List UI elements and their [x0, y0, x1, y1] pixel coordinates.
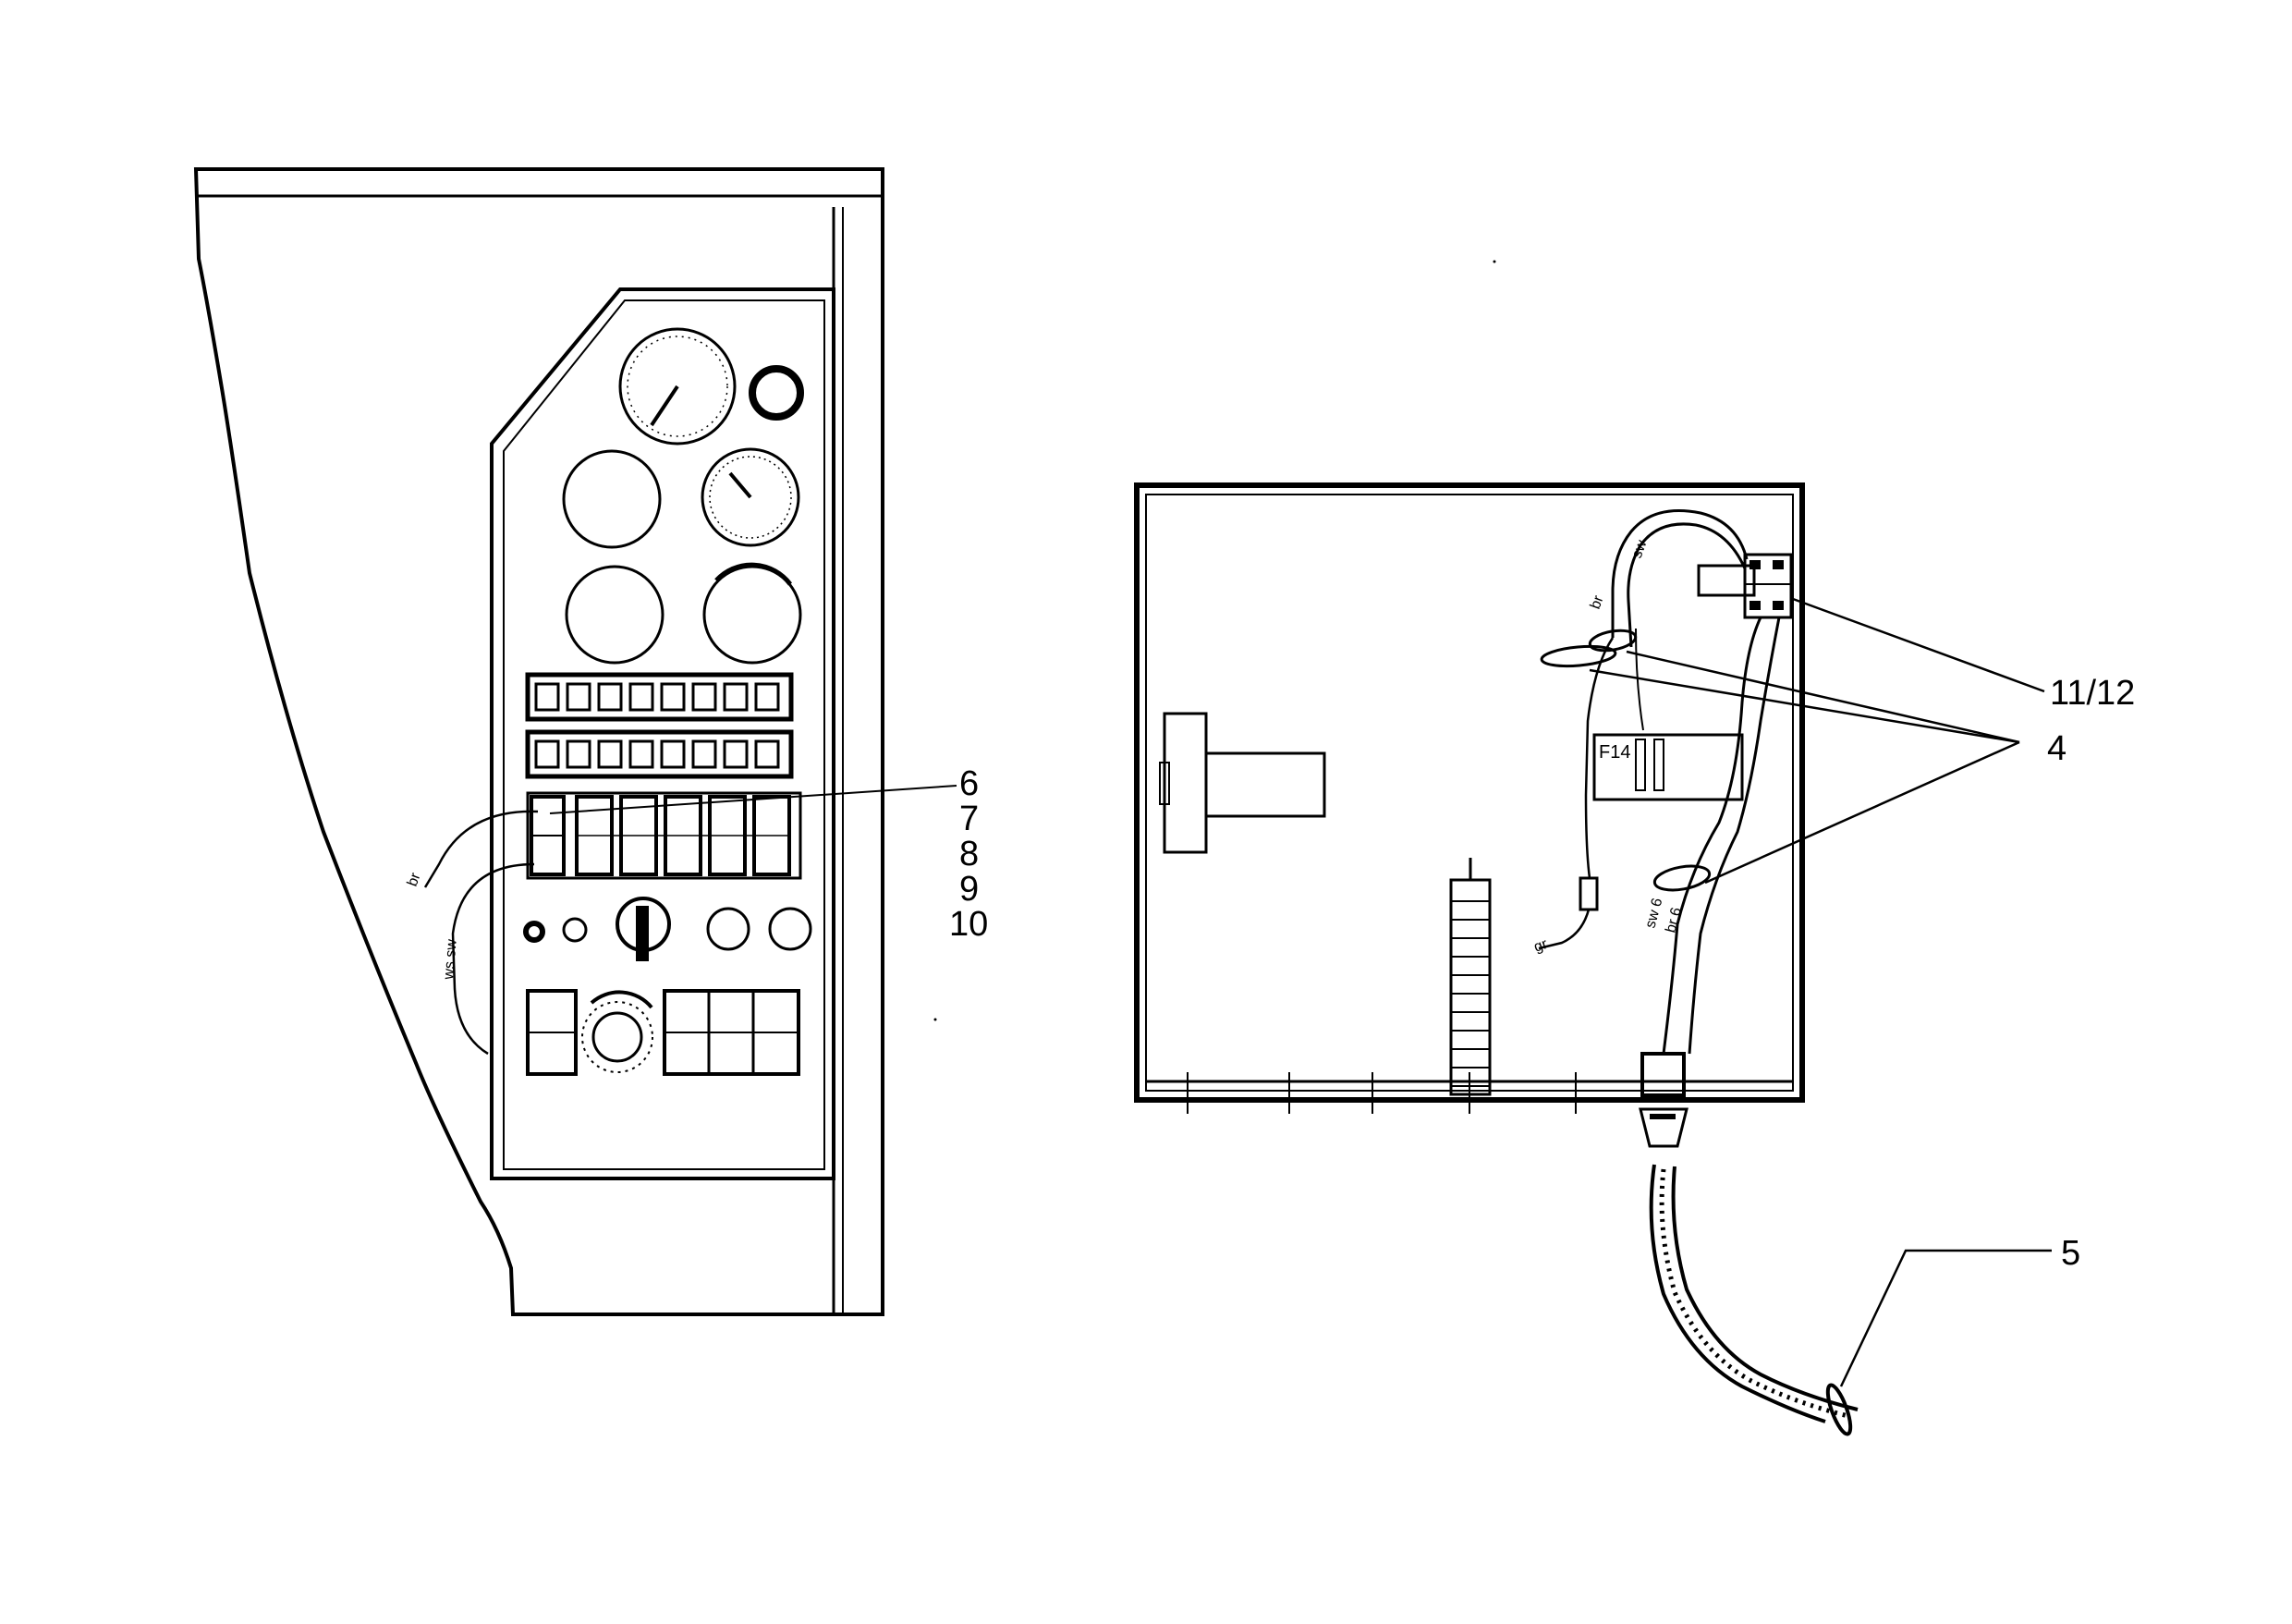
leader-5 [1839, 1249, 2052, 1387]
terminal-strip [1449, 858, 1492, 1096]
indicator-lamp [723, 739, 749, 769]
callout-6: 6 [959, 764, 979, 803]
cable-gland [1640, 1052, 1686, 1097]
rocker-switch-row [526, 791, 802, 880]
leader-11-12 [1792, 597, 2045, 693]
relay-connector [1697, 553, 1793, 619]
corrugated-conduit [1649, 1164, 1859, 1423]
gauge-left-1 [562, 449, 662, 549]
callout-11-12: 11/12 [2050, 674, 2135, 713]
indicator-lamp [660, 739, 686, 769]
indicator-lamp [660, 682, 686, 712]
box-outer-frame [1134, 482, 1805, 1103]
indicator-lamp [566, 739, 591, 769]
pressure-gauge [701, 447, 800, 547]
indicator-row-1 [525, 672, 794, 722]
cable-loop-top [1611, 509, 1749, 638]
main-harness-a [1662, 617, 1762, 1055]
dashboard-panel-view: br ws sw [193, 167, 957, 1316]
indicator-lamp [723, 682, 749, 712]
callout-8: 8 [959, 835, 979, 873]
svg-text:br: br [405, 871, 424, 889]
indicator-row-2 [525, 729, 794, 779]
cable-tie-3 [1652, 864, 1712, 892]
fuse-label: F14 [1599, 742, 1630, 763]
indicator-lamp [597, 739, 623, 769]
indicator-lamp [628, 739, 654, 769]
small-lamp [562, 917, 588, 943]
callout-10: 10 [949, 905, 988, 944]
leader-6 [549, 785, 957, 814]
mounted-unit [1159, 712, 1326, 854]
svg-text:br: br [1588, 593, 1607, 612]
indicator-lamp [534, 682, 560, 712]
indicator-lamp [628, 682, 654, 712]
ignition-switch [616, 897, 671, 961]
electrical-box-view: F14 gr sw br sw 6 br 6 [1134, 482, 1859, 1436]
callout-9: 9 [959, 870, 979, 909]
indicator-lamp [754, 739, 780, 769]
fuse-block-f14: F14 [1592, 733, 1744, 801]
wire-left-1 [423, 810, 539, 888]
cable-left-drop [1584, 637, 1615, 879]
leader-4-c [1704, 740, 2020, 885]
callout-4: 4 [2047, 729, 2066, 768]
cable-connector [1579, 876, 1599, 911]
main-harness-b [1688, 617, 1781, 1055]
callout-5: 5 [2061, 1234, 2080, 1273]
warning-lamp [749, 365, 804, 421]
gauge-left-2 [565, 565, 664, 665]
indicator-lamp [566, 682, 591, 712]
round-button-1 [706, 907, 750, 951]
tachometer-gauge [618, 327, 737, 446]
round-button-2 [768, 907, 812, 951]
wire-left-2 [451, 862, 535, 1056]
callout-7: 7 [959, 800, 979, 838]
svg-text:ws sw: ws sw [441, 938, 460, 981]
svg-text:gr: gr [1532, 936, 1551, 956]
svg-text:sw: sw [1629, 538, 1651, 561]
indicator-lamp [754, 682, 780, 712]
small-knob [523, 921, 545, 943]
rotary-dial [581, 990, 653, 1073]
leader-4-a [1626, 650, 2020, 744]
cable-tie-2 [1540, 644, 1617, 668]
cable-tie-5 [1825, 1383, 1853, 1436]
svg-text:br 6: br 6 [1663, 906, 1685, 934]
indicator-lamp [691, 682, 717, 712]
instrument-panel-bezel [490, 287, 835, 1180]
coupler-nut [1639, 1107, 1689, 1148]
indicator-lamp [534, 739, 560, 769]
svg-text:sw 6: sw 6 [1642, 897, 1665, 930]
indicator-lamp [597, 682, 623, 712]
indicator-lamp [691, 739, 717, 769]
cabin-panel-outline [193, 167, 884, 1316]
leader-4-b [1589, 668, 2020, 744]
